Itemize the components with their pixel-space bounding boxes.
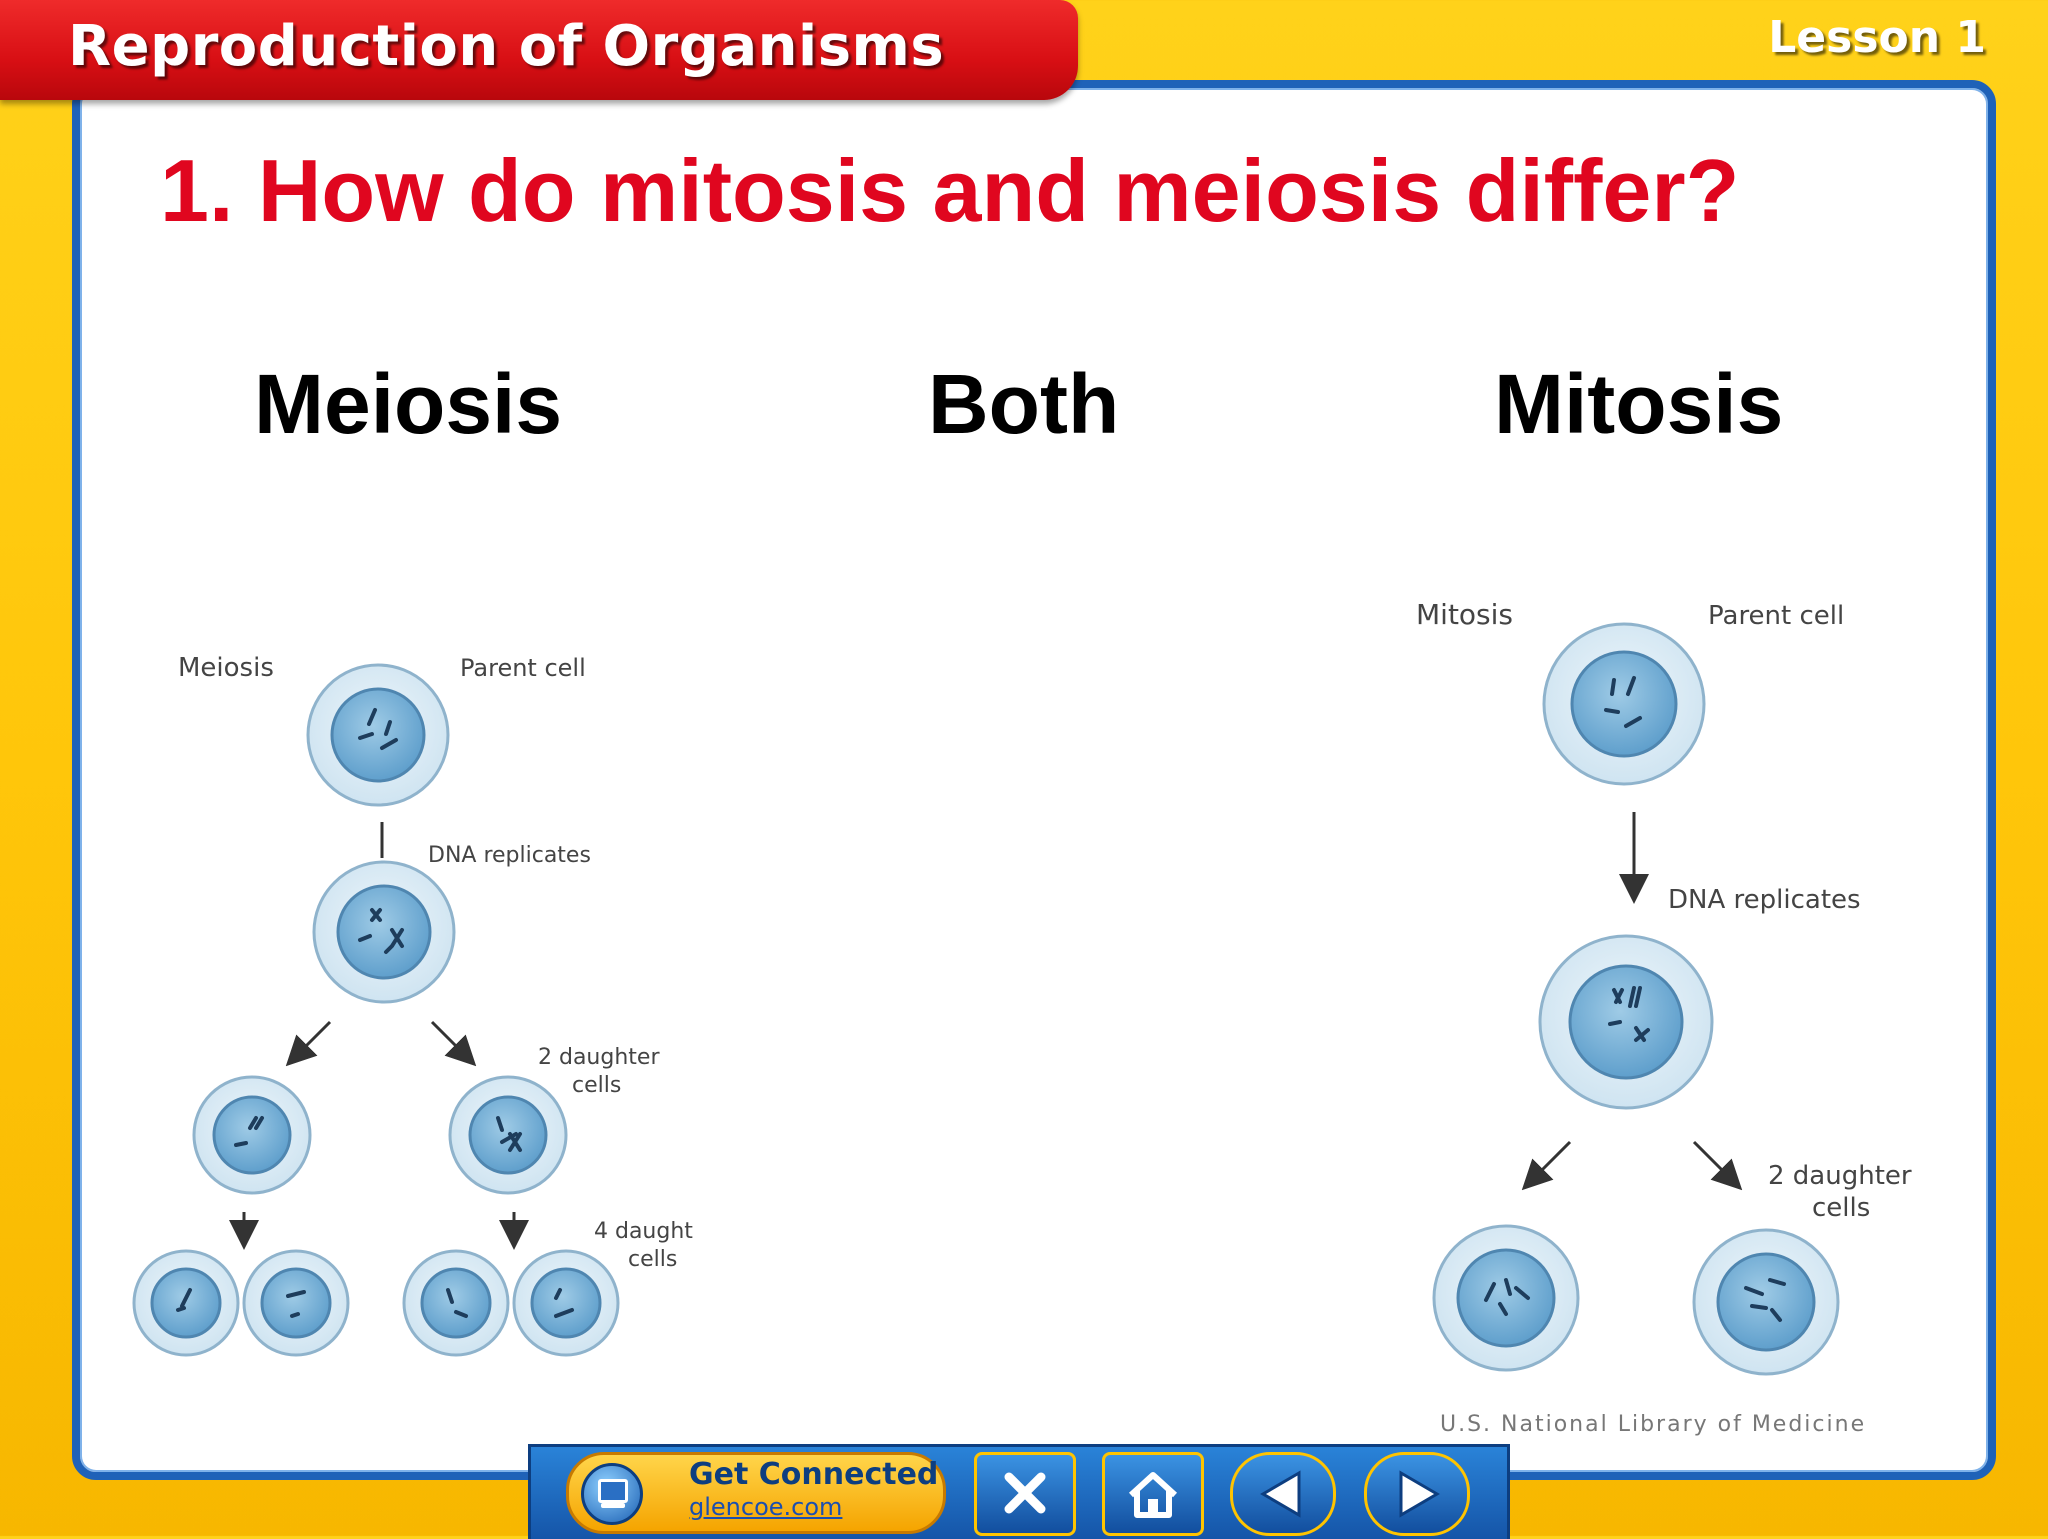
previous-button[interactable] [1230, 1452, 1336, 1536]
meiosis-parent-cell [306, 663, 450, 807]
get-connected-button[interactable]: Get Connected glencoe.com [566, 1452, 946, 1534]
get-connected-label: Get Connected [689, 1457, 939, 1492]
next-button[interactable] [1364, 1452, 1470, 1536]
close-button[interactable] [974, 1452, 1076, 1536]
title-banner: Reproduction of Organisms [0, 0, 1078, 100]
meiosis-arrow-2a [285, 1020, 332, 1067]
previous-icon [1260, 1470, 1301, 1518]
meiosis-step1-label: DNA replicates [428, 843, 591, 868]
mitosis-replicated-cell [1538, 934, 1714, 1110]
mitosis-parent-label: Parent cell [1708, 601, 1844, 631]
mitosis-diagram: Mitosis Parent cell DNA replicates 2 dau… [1416, 598, 1912, 1376]
mitosis-arrow-2a [1521, 1140, 1572, 1191]
meiosis-step3-label-2: cells [628, 1247, 677, 1272]
meiosis-replicated-cell [312, 860, 456, 1004]
meiosis-daughter-cell-2 [448, 1075, 568, 1195]
meiosis-final-cell-2 [242, 1249, 350, 1357]
meiosis-step3-label-1: 4 daught [594, 1219, 693, 1244]
meiosis-step2-label-2: cells [572, 1073, 621, 1098]
meiosis-final-cell-3 [402, 1249, 510, 1357]
mitosis-diagram-title: Mitosis [1416, 598, 1513, 631]
slide-title: Reproduction of Organisms [68, 14, 945, 79]
mitosis-step2-label-2: cells [1812, 1193, 1870, 1223]
glencoe-link[interactable]: glencoe.com [689, 1493, 843, 1521]
mitosis-daughter-cell-2 [1692, 1228, 1840, 1376]
mitosis-arrow-2b [1692, 1140, 1743, 1191]
meiosis-daughter-cell-1 [192, 1075, 312, 1195]
mitosis-step2-label-1: 2 daughter [1768, 1161, 1912, 1191]
meiosis-diagram-title: Meiosis [178, 653, 274, 683]
meiosis-final-cell-4 [512, 1249, 620, 1357]
home-icon [1128, 1472, 1178, 1518]
column-heading-mitosis: Mitosis [1494, 357, 1784, 451]
mitosis-parent-cell [1542, 622, 1706, 786]
mitosis-daughter-cell-1 [1432, 1224, 1580, 1372]
meiosis-arrow-2b [430, 1020, 477, 1067]
column-heading-both: Both [928, 357, 1120, 451]
computer-icon [581, 1463, 643, 1525]
mitosis-step1-label: DNA replicates [1668, 885, 1861, 915]
column-heading-meiosis: Meiosis [254, 357, 563, 451]
meiosis-final-cell-1 [132, 1249, 240, 1357]
meiosis-diagram: Meiosis Parent cell DNA replicates 2 dau… [132, 653, 693, 1357]
close-icon [1004, 1472, 1046, 1514]
question-heading: 1. How do mitosis and meiosis differ? [160, 141, 1740, 240]
lesson-label: Lesson 1 [1768, 12, 1986, 63]
meiosis-parent-label: Parent cell [460, 654, 586, 682]
home-button[interactable] [1102, 1452, 1204, 1536]
meiosis-step2-label-1: 2 daughter [538, 1045, 660, 1070]
next-icon [1399, 1470, 1440, 1518]
image-credit: U.S. National Library of Medicine [1440, 1412, 1867, 1437]
